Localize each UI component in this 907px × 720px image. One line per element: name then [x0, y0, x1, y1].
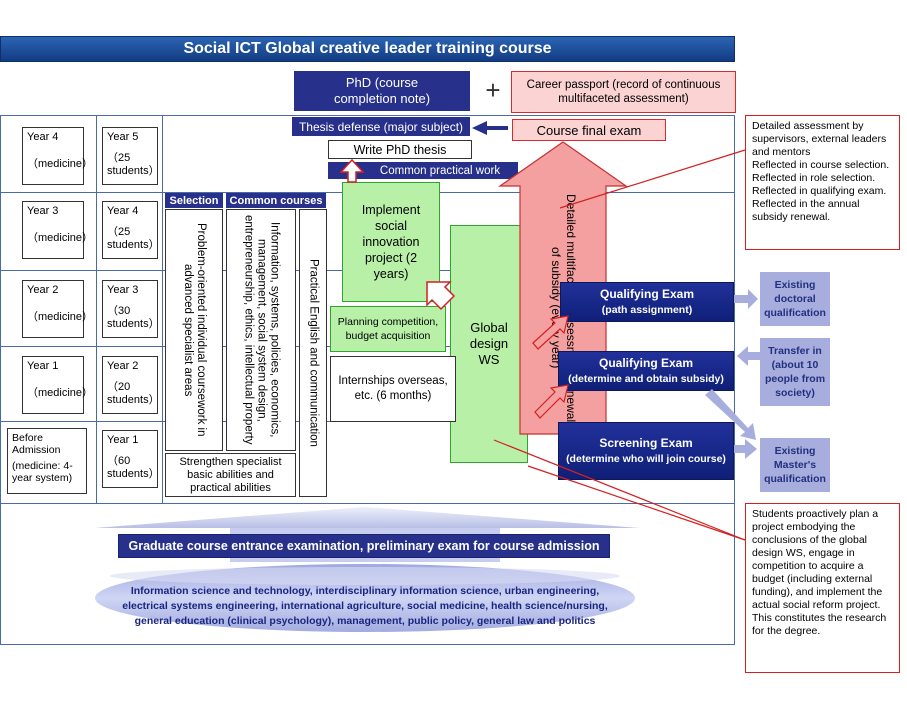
- common-courses-text: Information, systems, policies, economic…: [242, 215, 281, 445]
- col-divider: [96, 115, 97, 503]
- year-box-right: Year 1（60 students）: [102, 430, 160, 488]
- qualifying-exam-subsidy: Qualifying Exam(determine and obtain sub…: [558, 351, 734, 391]
- year-box-right: Year 4（25 students）: [102, 201, 160, 259]
- plus-sign: +: [485, 74, 501, 105]
- project-note: Students proactively plan a project embo…: [745, 503, 900, 673]
- selection-column: Problem-oriented individual coursework i…: [165, 209, 223, 451]
- year-box-right: Year 2（20 students）: [102, 356, 160, 414]
- internships-box: Internships overseas, etc. (6 months): [330, 356, 456, 422]
- assessment-note: Detailed assessment by supervisors, exte…: [745, 115, 900, 250]
- strengthen-box: Strengthen specialist basic abilities an…: [165, 453, 296, 497]
- row-divider: [0, 503, 735, 504]
- existing-masters-box: Existing Master's qualification: [760, 438, 830, 492]
- year-box-right: Year 5（25 students）: [102, 127, 160, 185]
- thesis-defense-box: Thesis defense (major subject): [292, 117, 470, 136]
- common-courses-column: Information, systems, policies, economic…: [226, 209, 296, 451]
- global-design-ws-box: Global design WS: [450, 225, 528, 463]
- entrance-exam-bar: Graduate course entrance examination, pr…: [118, 534, 610, 558]
- year-box-left: Before Admission(medicine: 4-year system…: [7, 428, 87, 494]
- transfer-in-box: Transfer in (about 10 people from societ…: [760, 338, 830, 406]
- year-box-left: Year 4（medicine）: [22, 127, 93, 185]
- selection-header: Selection: [165, 193, 223, 208]
- implement-project-box: Implement social innovation project (2 y…: [342, 182, 440, 302]
- main-frame: [0, 115, 735, 645]
- page-title: Social ICT Global creative leader traini…: [0, 36, 735, 62]
- year-box-right: Year 3（30 students）: [102, 280, 160, 338]
- fields-text: Information science and technology, inte…: [122, 585, 608, 627]
- practical-english-column: Practical English and communication: [299, 209, 327, 497]
- selection-text: Problem-oriented individual coursework i…: [182, 223, 207, 437]
- year-box-left: Year 2（medicine）: [22, 280, 93, 338]
- qualifying-exam-path: Qualifying Exam(path assignment): [560, 282, 734, 322]
- existing-doctoral-box: Existing doctoral qualification: [760, 272, 830, 326]
- year-box-left: Year 3（medicine）: [22, 201, 93, 259]
- screening-exam: Screening Exam(determine who will join c…: [558, 422, 734, 480]
- course-final-exam-box: Course final exam: [512, 119, 666, 141]
- year-box-left: Year 1（medicine）: [22, 356, 93, 414]
- planning-competition-box: Planning competition, budget acquisition: [330, 306, 446, 352]
- write-thesis-box: Write PhD thesis: [328, 140, 472, 159]
- practical-english-text: Practical English and communication: [307, 259, 320, 447]
- career-passport-box: Career passport (record of continuous mu…: [511, 71, 736, 113]
- common-courses-header: Common courses: [226, 193, 326, 208]
- common-practical-work-bar: Common practical work: [328, 162, 518, 179]
- col-divider: [162, 115, 163, 503]
- phd-note-box: PhD (course completion note): [294, 71, 470, 111]
